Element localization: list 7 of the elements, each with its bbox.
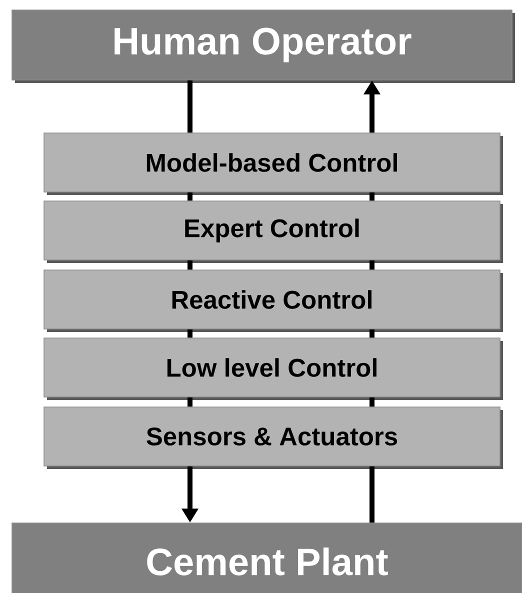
layer-box: Low level Control bbox=[44, 338, 503, 400]
layer-box: Sensors & Actuators bbox=[44, 406, 503, 469]
end-box: Cement Plant bbox=[12, 522, 522, 593]
layer-box: Expert Control bbox=[44, 200, 503, 263]
layer-box: Model-based Control bbox=[44, 132, 503, 195]
end-box: Human Operator bbox=[12, 10, 515, 83]
layer-box: Reactive Control bbox=[44, 270, 503, 332]
